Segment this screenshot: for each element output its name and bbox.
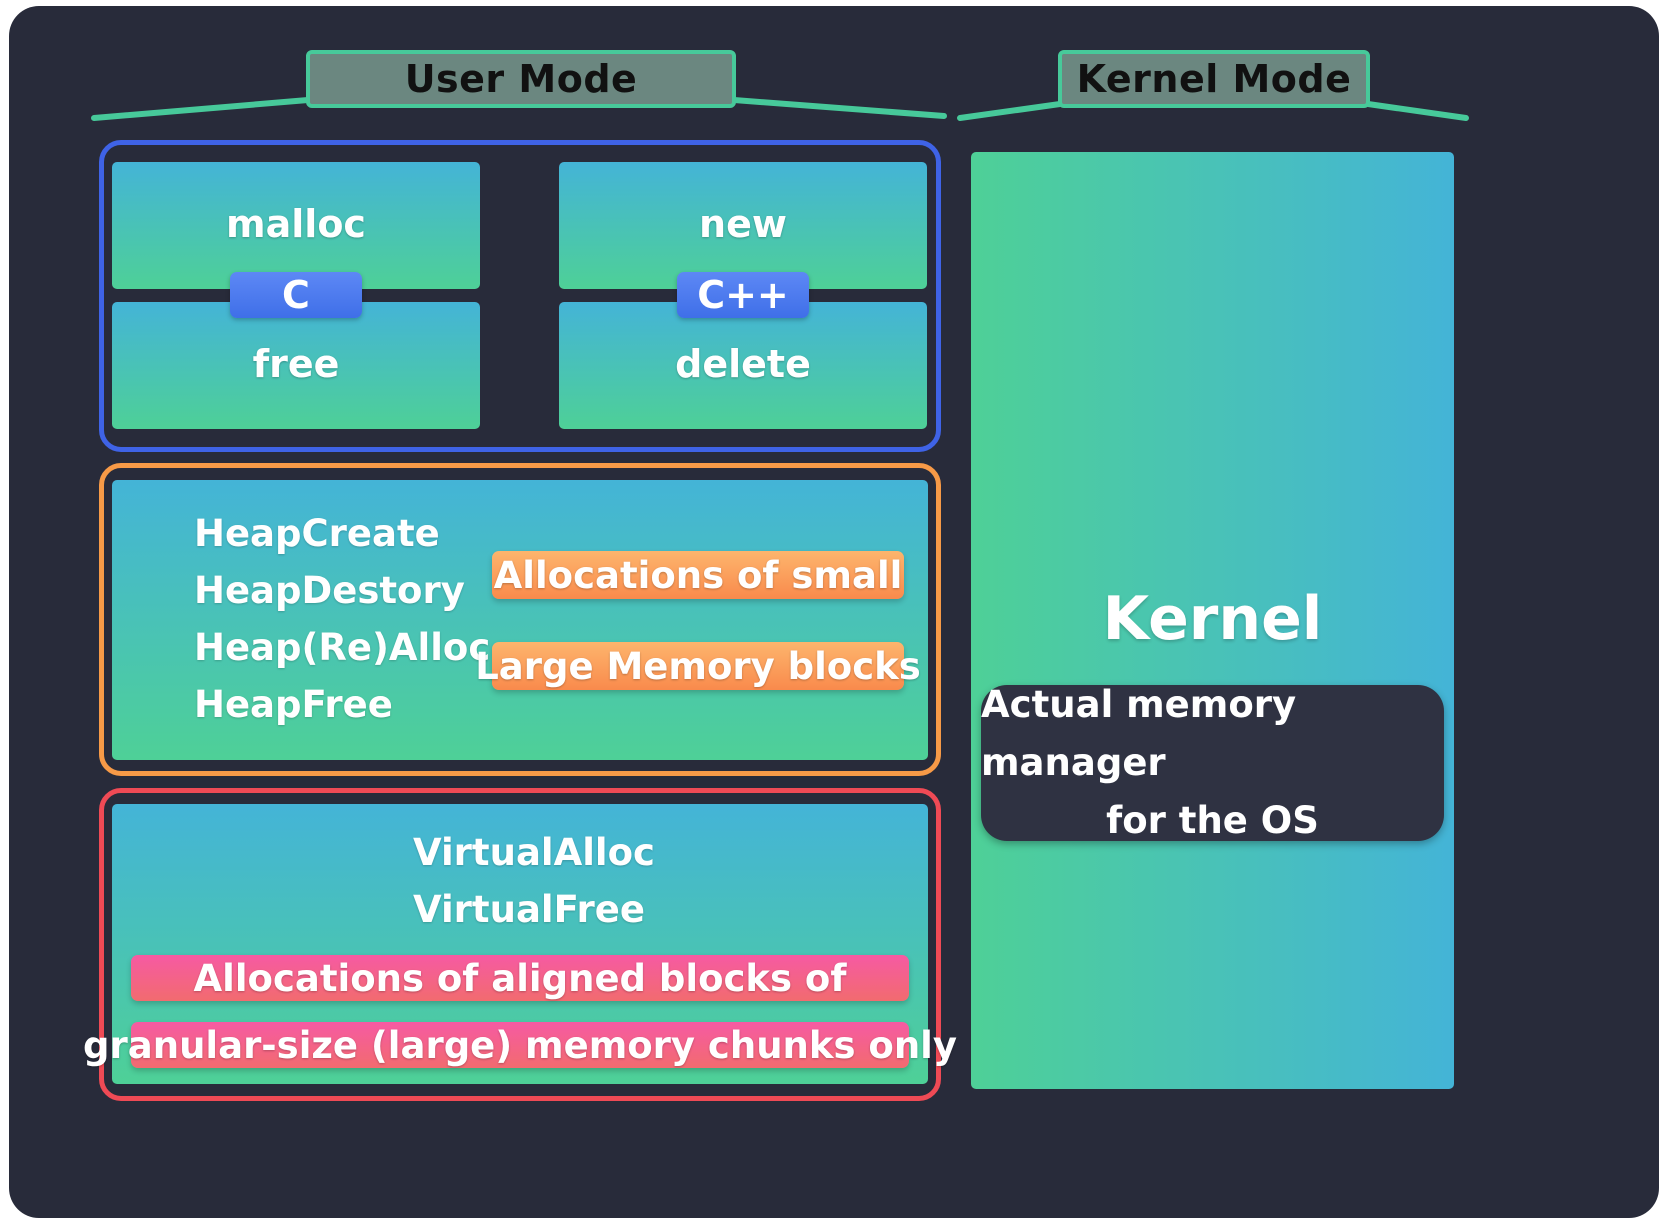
- heap-note-small: Allocations of small: [492, 551, 904, 599]
- cpp-language-tag: C++: [677, 272, 809, 318]
- heap-function: Heap(Re)Alloc: [194, 626, 491, 669]
- kernel-mode-header: Kernel Mode: [1058, 50, 1370, 108]
- new-box: new: [559, 162, 927, 289]
- crt-group: [99, 140, 941, 452]
- virtual-group: [99, 788, 941, 1101]
- kernel-description-line: Actual memory manager: [981, 683, 1297, 784]
- free-label: free: [252, 342, 340, 386]
- free-box: free: [112, 302, 480, 429]
- kernel-description-line: for the OS: [1106, 799, 1319, 842]
- kernel-description: Actual memory manager for the OS: [981, 683, 1444, 842]
- virtual-function: VirtualFree: [413, 888, 645, 931]
- kernel-title: Kernel: [1102, 584, 1323, 654]
- kernel-panel: Kernel: [971, 152, 1454, 1089]
- virtual-function: VirtualAlloc: [413, 831, 655, 874]
- malloc-label: malloc: [226, 202, 366, 246]
- user-mode-header: User Mode: [306, 50, 736, 108]
- delete-label: delete: [675, 342, 811, 386]
- delete-box: delete: [559, 302, 927, 429]
- heap-api-box: [112, 480, 928, 760]
- heap-note-large: Large Memory blocks: [475, 642, 921, 690]
- c-language-tag: C: [230, 272, 362, 318]
- heap-function: HeapCreate: [194, 512, 440, 555]
- malloc-box: malloc: [112, 162, 480, 289]
- new-label: new: [699, 202, 787, 246]
- heap-function: HeapFree: [194, 683, 393, 726]
- heap-group: [99, 463, 941, 776]
- virtual-note-line-1: Allocations of aligned blocks of: [131, 955, 909, 1001]
- virtual-note-line-2: granular-size (large) memory chunks only: [83, 1022, 957, 1068]
- heap-function: HeapDestory: [194, 569, 465, 612]
